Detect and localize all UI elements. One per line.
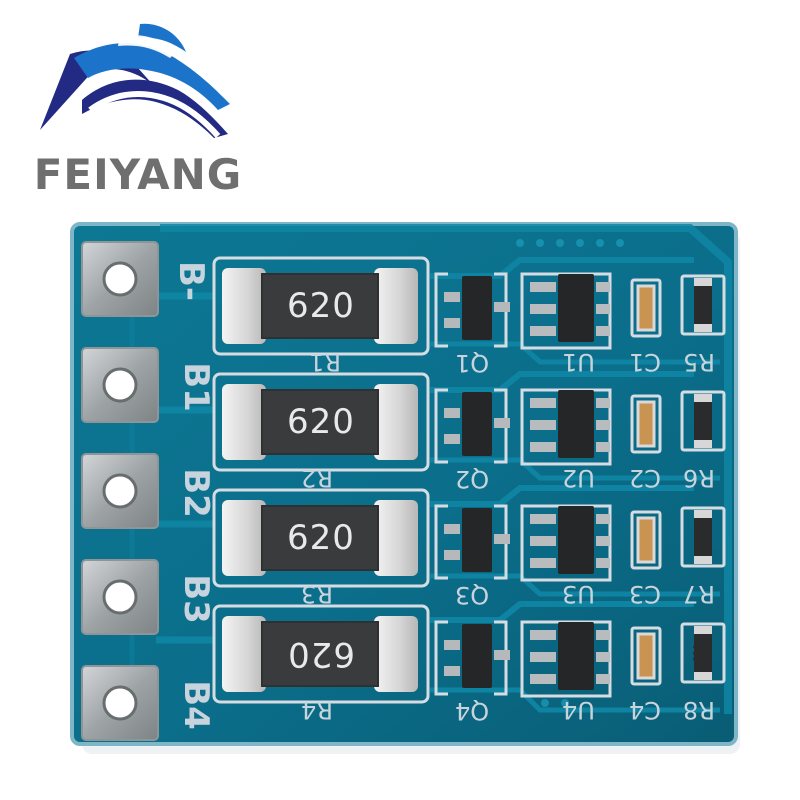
ref-label-r2: R2 (301, 464, 333, 492)
small-resistor-code-r8: 01A (692, 643, 704, 663)
terminal-label-b4: B4 (175, 680, 216, 730)
resistor-r4 (212, 604, 430, 704)
trace-network (129, 257, 720, 720)
ref-label-c2: C2 (629, 464, 662, 492)
large-resistors (212, 256, 430, 704)
ref-label-q3: Q3 (455, 581, 490, 609)
ref-label-u3: U3 (562, 580, 595, 608)
resistor-code-r3: 620 (287, 518, 355, 558)
ref-label-r1: R1 (309, 348, 341, 376)
transistor-q3 (434, 504, 510, 580)
terminal-label-b-minus: B- (171, 260, 212, 302)
ref-label-r6: R6 (683, 464, 715, 492)
via-dots (516, 239, 624, 707)
capacitor-c4 (630, 626, 662, 686)
resistor-r2 (212, 372, 430, 472)
ref-label-q4: Q4 (455, 697, 490, 725)
terminal-pads (81, 241, 159, 741)
small-resistor-r6 (680, 390, 726, 452)
ref-label-c4: C4 (629, 696, 662, 724)
small-resistor-r8 (680, 622, 726, 684)
transistor-q1 (434, 272, 510, 348)
ref-label-c1: C1 (629, 348, 662, 376)
ic-u4 (520, 620, 612, 698)
ref-label-r3: R3 (301, 580, 333, 608)
capacitor-c2 (630, 394, 662, 454)
feiyang-wave-logo-icon (40, 23, 230, 138)
resistor-r3 (212, 488, 430, 588)
terminal-b1 (81, 347, 159, 423)
terminal-b3 (81, 559, 159, 635)
resistor-r1 (212, 256, 430, 356)
ic-u1 (520, 272, 612, 350)
small-resistor-r7 (680, 506, 726, 568)
ic-chips (520, 272, 612, 698)
capacitor-c3 (630, 510, 662, 570)
ref-label-q1: Q1 (455, 349, 490, 377)
terminal-label-b1: B1 (175, 362, 216, 412)
ref-label-u4: U4 (562, 696, 595, 724)
terminal-b2 (81, 453, 159, 529)
ref-label-r7: R7 (683, 580, 715, 608)
brand-logo: FEIYANG (18, 18, 248, 218)
resistor-code-r2: 620 (287, 402, 355, 442)
small-resistor-code-r6: 01A (693, 411, 705, 431)
ref-label-r5: R5 (683, 348, 715, 376)
resistor-code-r4: 620 (287, 634, 355, 674)
terminal-label-b3: B3 (175, 574, 216, 624)
small-resistor-code-r5: 01A (693, 295, 705, 315)
small-resistor-code-r7: 01A (693, 527, 705, 547)
transistor-q4 (434, 620, 510, 696)
small-resistors (680, 274, 726, 684)
ic-u3 (520, 504, 612, 582)
ref-label-r8: R8 (683, 696, 715, 724)
small-resistor-r5 (680, 274, 726, 336)
transistor-q2 (434, 388, 510, 464)
capacitor-c1 (630, 278, 662, 338)
resistor-code-r1: 620 (287, 286, 355, 326)
ref-label-q2: Q2 (455, 465, 490, 493)
ref-label-r4: R4 (301, 696, 333, 724)
transistors (434, 272, 510, 696)
brand-name: FEIYANG (33, 150, 243, 199)
capacitors (630, 278, 662, 686)
ref-label-u2: U2 (562, 464, 595, 492)
ic-u2 (520, 388, 612, 466)
outer-trace (160, 224, 732, 714)
ref-label-u1: U1 (562, 348, 595, 376)
terminal-label-b2: B2 (175, 468, 216, 518)
terminal-b-minus (81, 241, 159, 317)
terminal-b4 (81, 665, 159, 741)
ref-label-c3: C3 (629, 580, 662, 608)
